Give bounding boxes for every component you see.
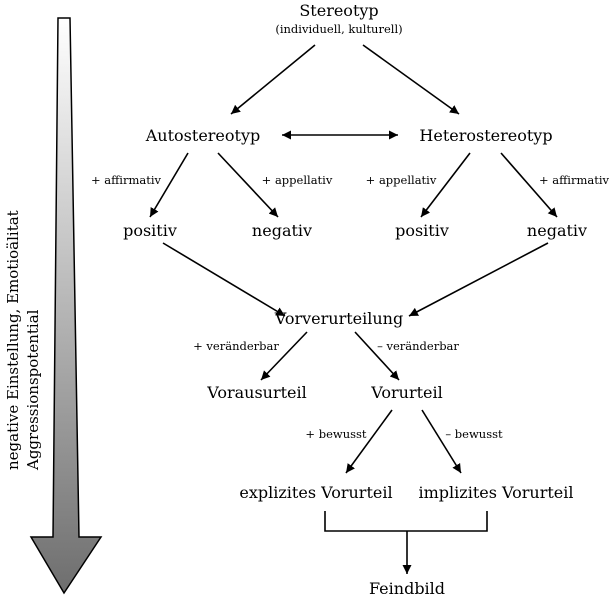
bracket-to-feindbild <box>324 511 488 532</box>
edge-to-explizites <box>345 409 393 474</box>
node-stereotyp-subtitle: (individuell, kulturell) <box>275 22 402 36</box>
node-explizites-vorurteil: explizites Vorurteil <box>239 483 392 502</box>
node-negativ-right: negativ <box>527 221 587 240</box>
edge-hetero-to-positiv <box>420 152 471 218</box>
edge-to-vorausurteil <box>260 331 308 381</box>
node-autostereotyp: Autostereotyp <box>145 126 261 145</box>
side-label-line2: Aggressionspotential <box>24 309 42 471</box>
intensity-down-arrow <box>29 17 103 595</box>
node-stereotyp: Stereotyp <box>299 1 378 20</box>
edge-label-auto-appellativ: + appellativ <box>262 173 333 187</box>
node-negativ-left: negativ <box>252 221 312 240</box>
edge-negativ-to-vorverurteilung <box>408 242 549 317</box>
edge-label-veraenderbar-plus: + veränderbar <box>193 339 279 353</box>
node-positiv-left: positiv <box>123 221 177 240</box>
edge-label-veraenderbar-minus: – veränderbar <box>377 339 459 353</box>
node-vorverurteilung: Vorverurteilung <box>274 309 403 328</box>
edge-label-hetero-affirmativ: + affirmativ <box>539 173 610 187</box>
edge-label-bewusst-plus: + bewusst <box>305 427 367 441</box>
node-heterostereotyp: Heterostereotyp <box>419 126 552 145</box>
edge-stereotyp-to-autostereotyp <box>230 44 316 115</box>
node-vorausurteil: Vorausurteil <box>206 383 307 402</box>
node-feindbild: Feindbild <box>369 579 445 598</box>
node-positiv-right: positiv <box>395 221 449 240</box>
node-implizites-vorurteil: implizites Vorurteil <box>419 483 574 502</box>
edge-label-auto-affirmativ: + affirmativ <box>91 173 162 187</box>
edge-hetero-to-negativ <box>500 152 558 218</box>
edge-auto-to-positiv <box>149 152 189 218</box>
edge-stereotyp-to-heterostereotyp <box>362 44 460 115</box>
edge-to-implizites <box>421 409 462 474</box>
edge-auto-to-negativ <box>217 152 279 218</box>
edge-to-vorurteil <box>354 331 400 381</box>
node-vorurteil: Vorurteil <box>370 383 442 402</box>
side-label-line1: negative Einstellung, Emotioälitat <box>4 210 22 470</box>
edge-positiv-to-vorverurteilung <box>162 242 286 317</box>
edge-label-hetero-appellativ: + appellativ <box>366 173 437 187</box>
edge-label-bewusst-minus: – bewusst <box>445 427 503 441</box>
